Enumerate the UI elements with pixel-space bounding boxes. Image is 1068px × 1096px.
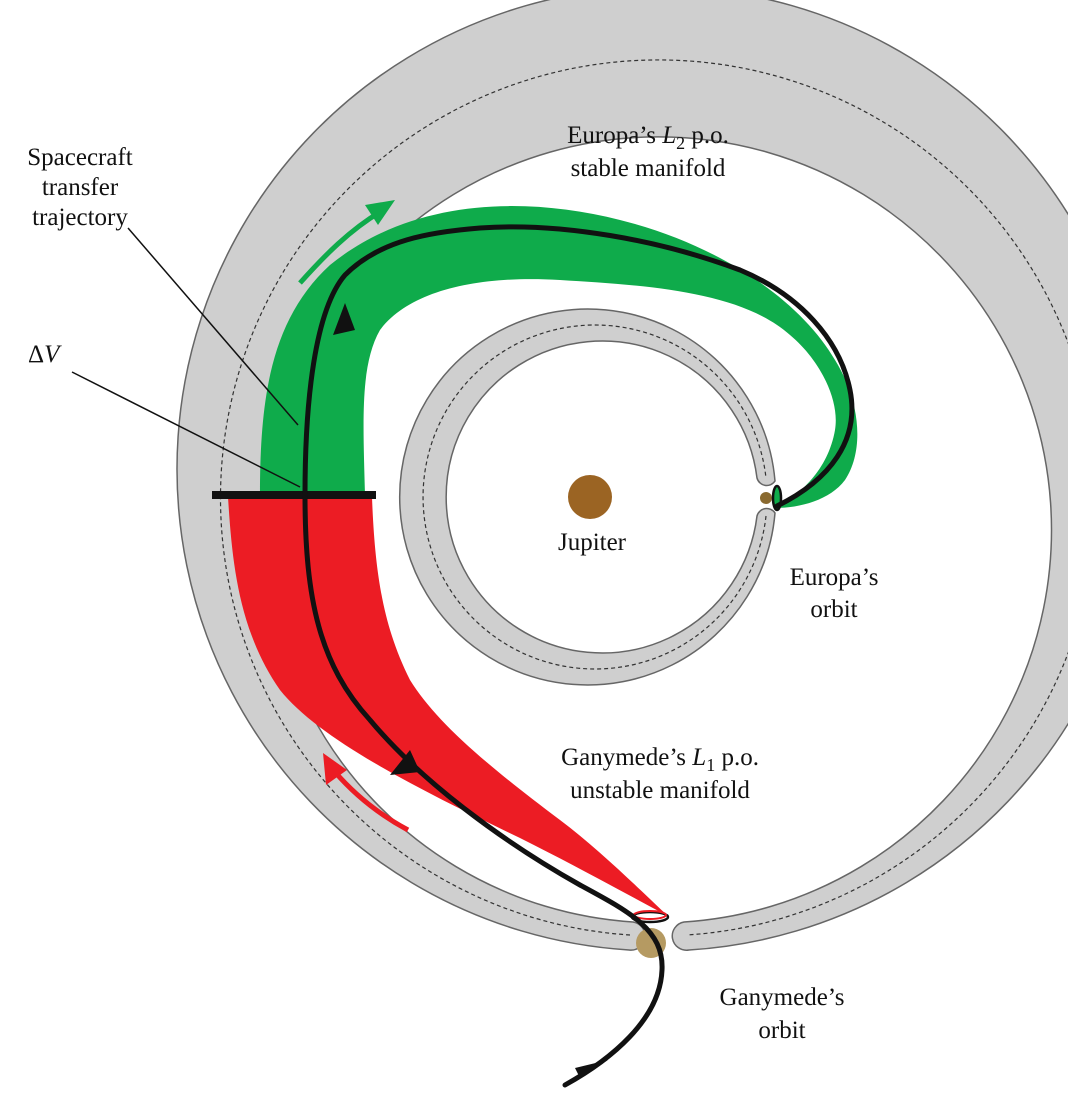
stable-label-L: L [661,122,676,149]
spacecraft-label-line3: trajectory [32,204,128,231]
stable-label-prefix: Europa’s [567,122,662,149]
spacecraft-label-line1: Spacecraft [27,144,133,171]
ganymede-orbit-label-line1: Ganymede’s [720,984,845,1011]
trajectory-arrowhead-middle [390,750,420,775]
unstable-label-prefix: Ganymede’s [561,744,692,771]
spacecraft-transfer-trajectory [302,224,855,1088]
delta-v-label-leader-line [71,371,301,488]
stable-direction-arrowhead [365,200,395,225]
delta-v-letter: V [44,341,62,368]
delta-v-label: ΔV [28,341,62,368]
stable-manifold-label-line2: stable manifold [571,155,726,182]
europa-stable-manifold [260,206,858,508]
spacecraft-label-line2: transfer [42,174,119,201]
ganymede-unstable-manifold [228,497,668,916]
unstable-direction-arrowhead [323,753,347,785]
stable-label-suffix: p.o. [685,122,729,149]
unstable-manifold-label-line2: unstable manifold [570,777,750,804]
ganymede-orbit-dashed-line [219,59,1068,936]
spacecraft-label-leader-line [127,227,299,426]
delta-symbol: Δ [28,341,44,368]
ganymede-orbit-label-line2: orbit [758,1017,805,1044]
unstable-label-L: L [691,744,706,771]
europa-orbit-label-line2: orbit [810,596,857,623]
europa-body [760,492,772,504]
delta-v-bar [212,491,376,499]
unstable-direction-arrow [333,770,410,833]
jupiter-label: Jupiter [558,529,627,556]
unstable-label-sub: 1 [706,755,715,775]
unstable-label-suffix: p.o. [715,744,759,771]
europa-orbit-band [399,308,776,686]
europa-orbit-label-line1: Europa’s [790,564,879,591]
europa-orbit-dashed-line [422,324,767,670]
jupiter-body [568,475,612,519]
unstable-manifold-label-line1: Ganymede’s L1 p.o. [561,744,759,775]
trajectory-arrowhead-top [333,303,355,335]
stable-label-sub: 2 [676,133,685,153]
trajectory-arrowhead-bottom [575,1060,608,1078]
stable-manifold-label-line1: Europa’s L2 p.o. [567,122,729,153]
stable-direction-arrow [298,209,382,285]
